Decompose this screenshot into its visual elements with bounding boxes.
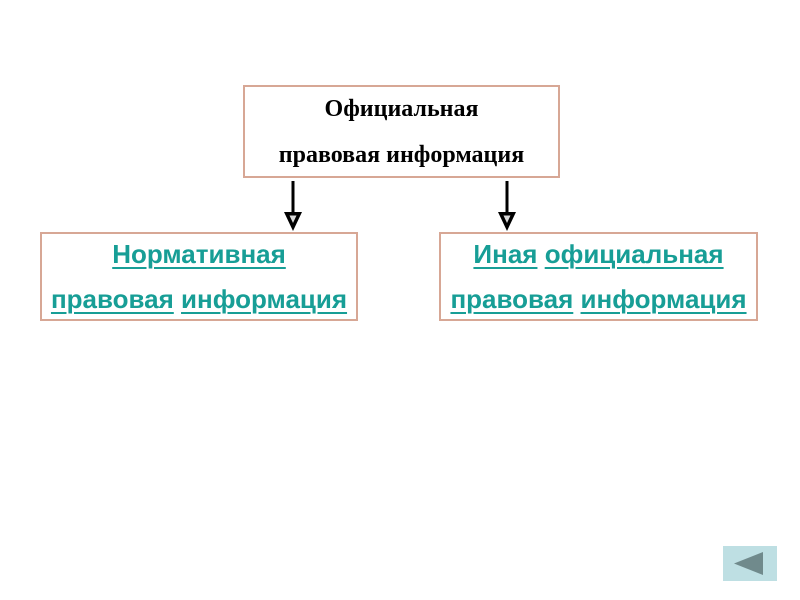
link-normative-line-2[interactable]: правовая информация (50, 283, 348, 314)
root-box-line-2: правовая информация (278, 141, 525, 168)
link-normative-line-1[interactable]: Нормативная (112, 238, 286, 269)
child-box-other-official-legal-info: Иная официальная правовая информация (439, 232, 758, 321)
down-arrow-right-icon (498, 181, 516, 231)
link-other-official-line-1[interactable]: Иная официальная (473, 238, 724, 269)
back-button[interactable] (723, 546, 777, 581)
back-triangle-icon (734, 552, 763, 575)
root-box-official-legal-info: Официальная правовая информация (243, 85, 560, 178)
child-box-normative-legal-info: Нормативная правовая информация (40, 232, 358, 321)
link-other-official-line-2[interactable]: правовая информация (450, 283, 747, 314)
down-arrow-left-icon (284, 181, 302, 231)
root-box-line-1: Официальная (324, 95, 479, 122)
